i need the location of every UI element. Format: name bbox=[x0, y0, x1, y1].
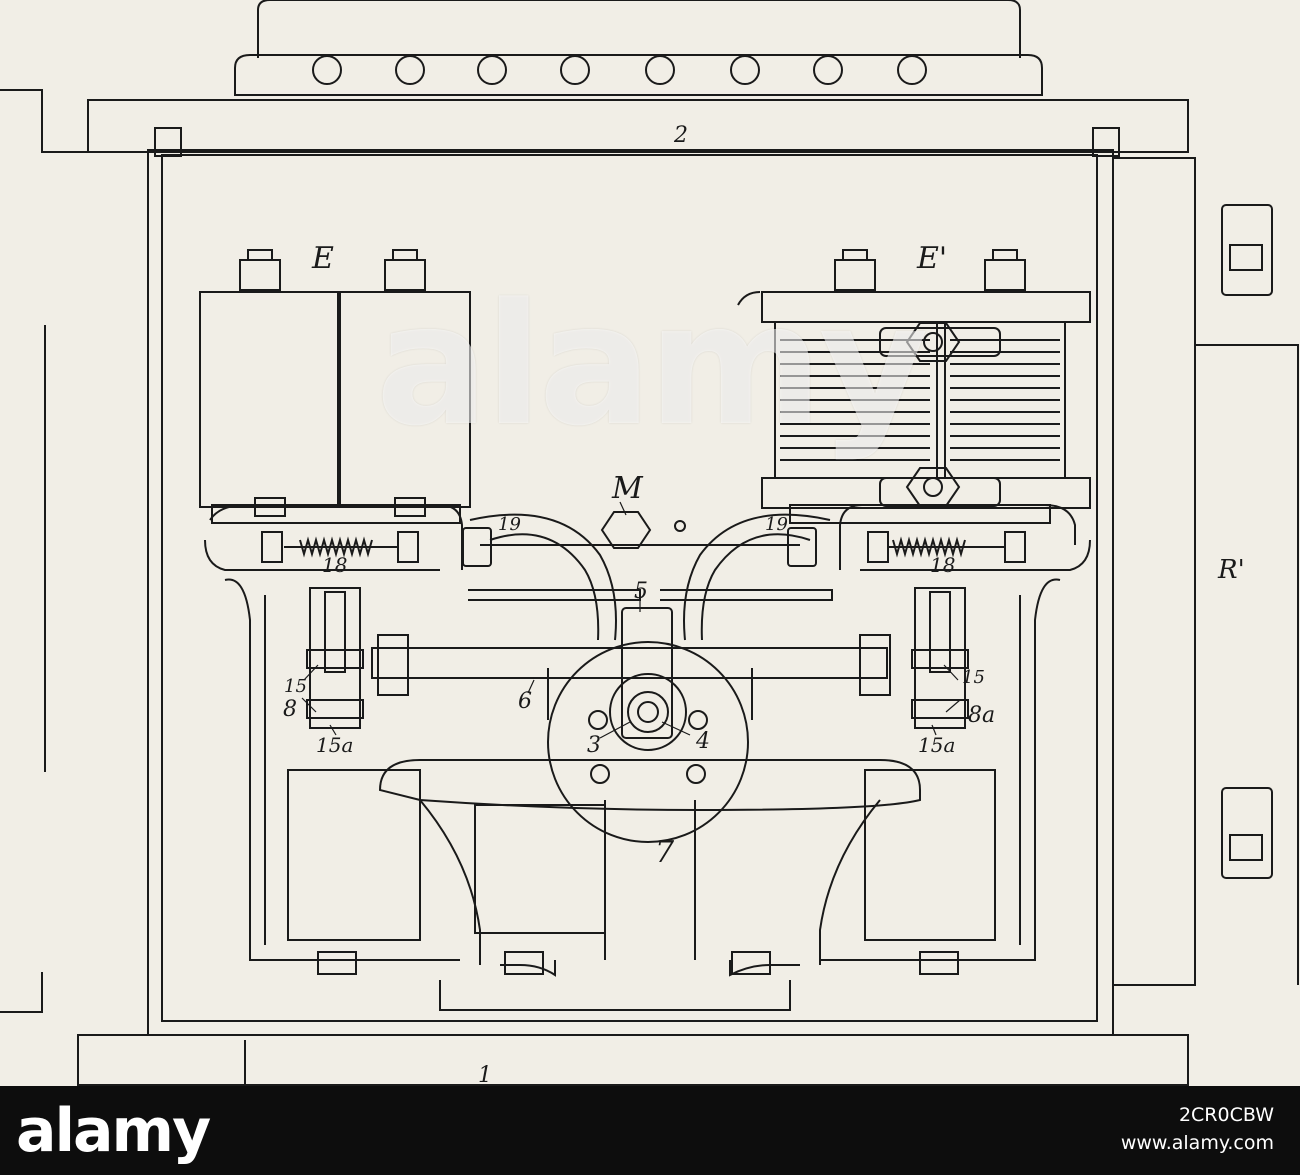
top-cover bbox=[234, 0, 1043, 96]
label-8: 8 bbox=[283, 697, 297, 722]
armature bbox=[371, 607, 891, 843]
label-5: 5 bbox=[634, 579, 648, 604]
label-R-prime: R' bbox=[1217, 555, 1245, 585]
spring-arms bbox=[469, 511, 831, 641]
main-frame bbox=[204, 504, 1091, 1011]
label-19-left: 19 bbox=[498, 514, 521, 535]
label-M: M bbox=[611, 471, 644, 506]
footer-logo: alamy bbox=[16, 1096, 211, 1166]
label-7: 7 bbox=[655, 835, 675, 870]
adjuster-right bbox=[787, 527, 1026, 729]
leader-lines bbox=[301, 501, 961, 739]
label-15a-left: 15a bbox=[316, 733, 353, 757]
label-E-prime: E' bbox=[916, 241, 947, 276]
drawing-labels: E E' M R' 1 2 3 4 5 6 7 8 8a 15 15 15a 1… bbox=[283, 123, 1245, 1088]
label-E: E bbox=[311, 241, 334, 276]
cross-member-2 bbox=[87, 99, 1189, 153]
magnet-E-prime bbox=[737, 249, 1091, 524]
label-18-left: 18 bbox=[322, 553, 347, 577]
label-18-right: 18 bbox=[930, 553, 955, 577]
label-3: 3 bbox=[587, 733, 601, 758]
label-15-left: 15 bbox=[284, 676, 307, 697]
label-6: 6 bbox=[518, 689, 532, 714]
label-15-right: 15 bbox=[962, 667, 985, 688]
label-4: 4 bbox=[695, 729, 710, 754]
casing bbox=[0, 89, 1299, 1086]
drawing-svg: E E' M R' 1 2 3 4 5 6 7 8 8a 15 15 15a 1… bbox=[0, 0, 1299, 1088]
label-19-right: 19 bbox=[765, 514, 788, 535]
label-8a: 8a bbox=[968, 703, 995, 728]
site-url[interactable]: www.alamy.com bbox=[1120, 1132, 1274, 1154]
adjuster-left bbox=[261, 527, 492, 729]
label-15a-right: 15a bbox=[918, 733, 955, 757]
magnet-E bbox=[199, 249, 471, 524]
footer-bar: alamy 2CR0CBW www.alamy.com bbox=[0, 1086, 1300, 1175]
label-1: 1 bbox=[478, 1063, 492, 1086]
image-id: 2CR0CBW bbox=[1178, 1104, 1274, 1126]
engineering-drawing: E E' M R' 1 2 3 4 5 6 7 8 8a 15 15 15a 1… bbox=[0, 0, 1300, 1088]
label-2: 2 bbox=[673, 123, 688, 148]
